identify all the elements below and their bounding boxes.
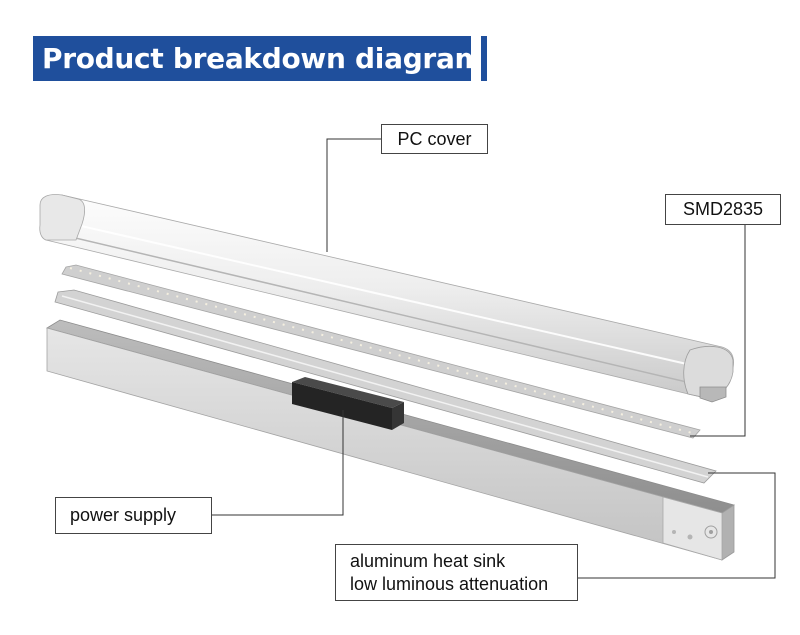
pc-cover-label: PC cover <box>381 124 488 154</box>
smd-label: SMD2835 <box>665 194 781 225</box>
pc-cover-label-text: PC cover <box>397 129 472 149</box>
smd-label-text: SMD2835 <box>682 199 764 219</box>
page-title: Product breakdown diagram <box>42 42 484 75</box>
leader-line-pc-cover <box>326 138 381 252</box>
title-accent-bar <box>481 36 487 81</box>
heat-sink-label: aluminum heat sink low luminous attenuat… <box>335 544 578 601</box>
heat-sink-label-line1: aluminum heat sink <box>350 551 506 571</box>
aluminum-plate-part <box>54 289 717 484</box>
leader-line-power-supply <box>212 410 344 516</box>
leader-line-smd <box>690 208 746 437</box>
power-supply-label-text: power supply <box>70 505 177 525</box>
heat-sink-label-line2: low luminous attenuation <box>350 574 549 594</box>
leader-line-heat-sink <box>578 472 776 579</box>
pc-cover-part <box>39 194 734 403</box>
power-supply-part <box>292 377 404 430</box>
led-board-part <box>61 264 701 439</box>
power-supply-label: power supply <box>55 497 212 534</box>
title-banner <box>33 36 471 81</box>
